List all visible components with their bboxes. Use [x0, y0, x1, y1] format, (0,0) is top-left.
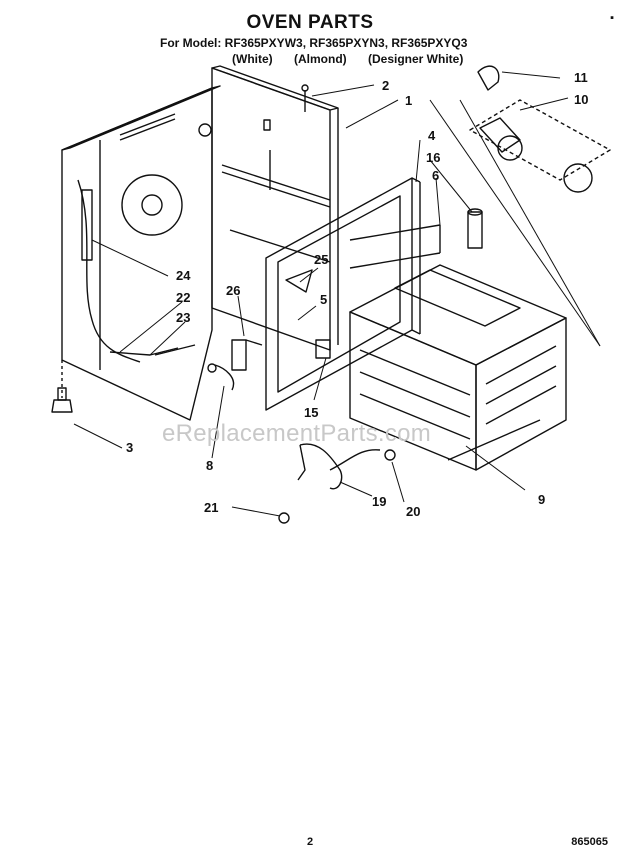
- front-frame-drawing: [265, 177, 421, 411]
- callout-10: 10: [574, 92, 589, 107]
- leveling-leg-drawing: [51, 360, 73, 413]
- light-assembly-drawing: [469, 65, 611, 193]
- callout-5: 5: [320, 292, 328, 307]
- model-line: For Model: RF365PXYW3, RF365PXYN3, RF365…: [160, 36, 468, 50]
- callout-4: 4: [428, 128, 436, 143]
- callout-3: 3: [126, 440, 134, 455]
- oven-liner-drawing: [349, 264, 567, 471]
- callout-9: 9: [538, 492, 546, 507]
- color-designer-white: (Designer White): [368, 52, 464, 66]
- callout-15: 15: [304, 405, 319, 420]
- rack-guides-drawing: [349, 208, 483, 269]
- callout-leaders: [73, 71, 601, 517]
- callout-6: 6: [432, 168, 440, 183]
- callout-23: 23: [176, 310, 191, 325]
- watermark: eReplacementParts.com: [162, 420, 432, 447]
- page-number: 2: [306, 836, 314, 848]
- oven-shell-drawing: [211, 65, 339, 351]
- callout-1: 1: [405, 93, 413, 108]
- callout-2: 2: [382, 78, 390, 93]
- callout-19: 19: [372, 494, 387, 509]
- callout-26: 26: [226, 283, 241, 298]
- color-white: (White): [232, 52, 273, 66]
- callout-24: 24: [176, 268, 191, 283]
- callout-25: 25: [314, 252, 329, 267]
- callout-8: 8: [206, 458, 214, 473]
- page-title: OVEN PARTS: [246, 12, 374, 33]
- callout-20: 20: [406, 504, 421, 519]
- side-panel-drawing: [61, 85, 221, 421]
- small-parts-drawing: [109, 84, 396, 524]
- callout-11: 11: [574, 70, 588, 85]
- document-code: 865065: [571, 836, 608, 848]
- callout-16: 16: [426, 150, 441, 165]
- callout-21: 21: [204, 500, 219, 515]
- color-almond: (Almond): [294, 52, 347, 66]
- corner-mark: ▪: [610, 12, 614, 24]
- callout-22: 22: [176, 290, 191, 305]
- color-line: (White) (Almond) (Designer White): [232, 52, 481, 66]
